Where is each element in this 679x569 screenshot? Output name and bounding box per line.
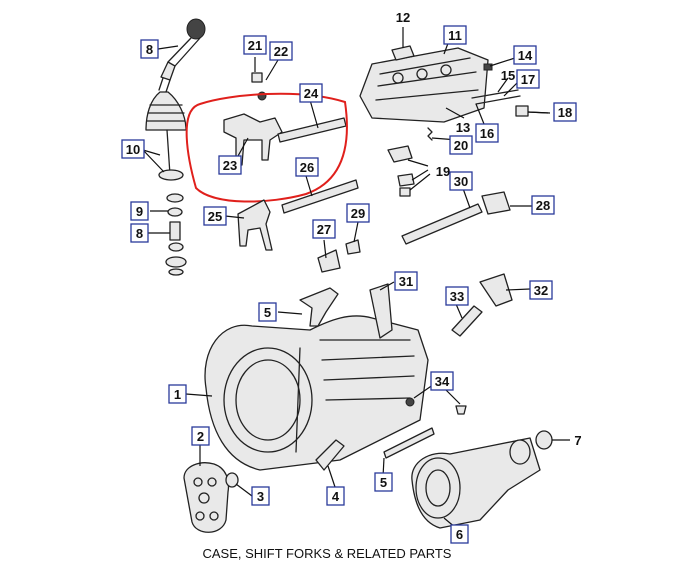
callout-12: 12 — [396, 10, 410, 25]
callout-9: 9 — [130, 201, 149, 221]
svg-text:15: 15 — [501, 68, 515, 83]
callout-27: 27 — [312, 219, 336, 239]
callout-11: 11 — [443, 25, 467, 45]
svg-text:31: 31 — [399, 274, 413, 289]
front-bearing-retainer — [183, 462, 239, 533]
svg-text:26: 26 — [300, 160, 314, 175]
shift-lever-assembly — [145, 18, 206, 276]
callout-22: 22 — [269, 41, 293, 61]
callout-7: 7 — [574, 433, 581, 448]
svg-text:23: 23 — [223, 158, 237, 173]
svg-text:17: 17 — [521, 72, 535, 87]
svg-text:18: 18 — [558, 105, 572, 120]
callout-6: 6 — [450, 524, 469, 544]
extension-housing — [383, 427, 553, 529]
callout-20: 20 — [449, 135, 473, 155]
callout-31: 31 — [394, 271, 418, 291]
svg-text:3: 3 — [257, 489, 264, 504]
shift-rail-30 — [401, 191, 511, 245]
gasket — [315, 439, 345, 471]
callout-23: 23 — [218, 155, 242, 175]
callout-13: 13 — [456, 120, 470, 135]
reverse-fork-parts — [451, 273, 513, 337]
interlock-parts — [317, 239, 361, 273]
svg-text:34: 34 — [435, 374, 450, 389]
callout-5-case: 5 — [258, 302, 277, 322]
callout-28: 28 — [531, 195, 555, 215]
svg-text:13: 13 — [456, 120, 470, 135]
transmission-case — [204, 283, 467, 471]
svg-text:27: 27 — [317, 222, 331, 237]
svg-text:10: 10 — [126, 142, 140, 157]
svg-text:28: 28 — [536, 198, 550, 213]
svg-text:16: 16 — [480, 126, 494, 141]
red-highlight-outline — [185, 92, 348, 203]
svg-text:1: 1 — [174, 387, 181, 402]
svg-text:21: 21 — [248, 38, 262, 53]
callout-16: 16 — [475, 123, 499, 143]
callout-24: 24 — [299, 83, 323, 103]
callout-26: 26 — [295, 157, 319, 177]
svg-text:5: 5 — [380, 475, 387, 490]
callout-29: 29 — [346, 203, 370, 223]
svg-text:25: 25 — [208, 209, 222, 224]
callout-2: 2 — [191, 426, 210, 446]
callout-4: 4 — [326, 486, 345, 506]
callout-25: 25 — [203, 206, 227, 226]
callout-34: 34 — [430, 371, 454, 391]
callout-21: 21 — [243, 35, 267, 55]
callout-17: 17 — [516, 69, 540, 89]
svg-text:8: 8 — [136, 226, 143, 241]
svg-text:24: 24 — [304, 86, 319, 101]
callout-14: 14 — [513, 45, 537, 65]
svg-text:29: 29 — [351, 206, 365, 221]
callout-18: 18 — [553, 102, 577, 122]
shift-fork-25-rail-26 — [237, 179, 359, 251]
svg-text:32: 32 — [534, 283, 548, 298]
callout-10: 10 — [121, 139, 145, 159]
svg-text:7: 7 — [574, 433, 581, 448]
svg-text:14: 14 — [518, 48, 533, 63]
top-cover-assembly — [359, 45, 529, 141]
diagram-caption: CASE, SHIFT FORKS & RELATED PARTS — [203, 546, 452, 561]
callout-15: 15 — [501, 68, 515, 83]
svg-text:33: 33 — [450, 289, 464, 304]
svg-text:22: 22 — [274, 44, 288, 59]
svg-text:9: 9 — [136, 204, 143, 219]
detent-plunger-parts — [387, 145, 415, 197]
callout-5-extension: 5 — [374, 472, 393, 492]
svg-text:4: 4 — [332, 489, 340, 504]
svg-text:11: 11 — [448, 28, 462, 43]
callout-8-top: 8 — [140, 39, 159, 59]
svg-text:2: 2 — [197, 429, 204, 444]
svg-text:8: 8 — [146, 42, 153, 57]
callout-30: 30 — [449, 171, 473, 191]
callout-1: 1 — [168, 384, 187, 404]
shift-fork-group-highlighted — [185, 72, 348, 203]
callout-19: 19 — [436, 164, 450, 179]
svg-text:19: 19 — [436, 164, 450, 179]
svg-text:20: 20 — [454, 138, 468, 153]
svg-text:12: 12 — [396, 10, 410, 25]
svg-text:6: 6 — [456, 527, 463, 542]
svg-text:5: 5 — [264, 305, 271, 320]
callout-8-bottom: 8 — [130, 223, 149, 243]
callout-33: 33 — [445, 286, 469, 306]
callout-3: 3 — [251, 486, 270, 506]
svg-text:30: 30 — [454, 174, 468, 189]
callout-32: 32 — [529, 280, 553, 300]
